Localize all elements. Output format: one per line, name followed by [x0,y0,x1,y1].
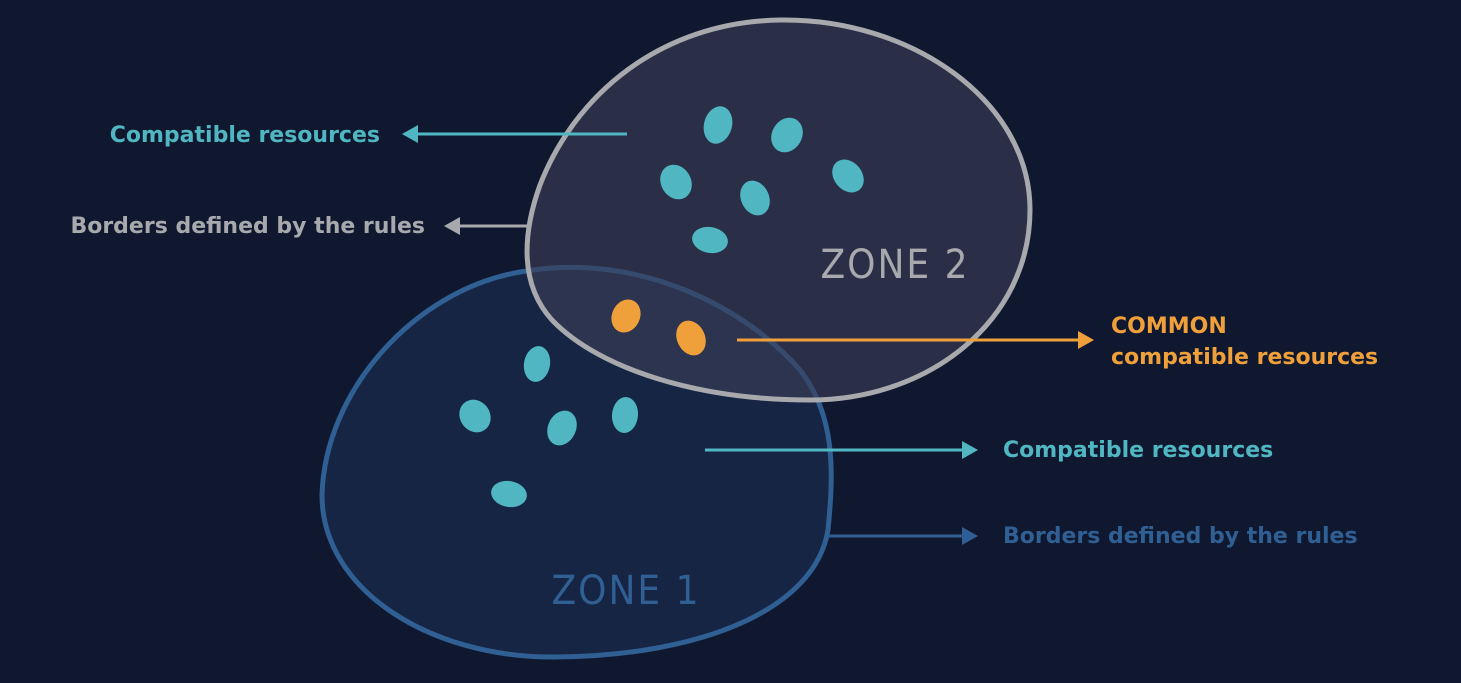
resource-dot [660,164,692,200]
zone1-resource-dots [459,346,639,508]
zone1-resources-arrow [705,441,978,459]
resource-dot [523,346,551,382]
resource-dot [703,106,733,144]
resource-dot [832,159,864,193]
zone2-border-arrow [444,217,528,235]
resource-dot [459,399,491,433]
common-label-line2: compatible resources [1111,345,1378,370]
resource-dot [611,299,641,333]
zone2-title: ZONE 2 [821,242,970,288]
zone1-title: ZONE 1 [552,568,701,614]
zone2-blob [524,17,1033,403]
resource-dot [771,117,803,153]
resource-dot [676,320,706,356]
common-resources-arrow [737,331,1094,349]
common-resource-dots [611,299,706,356]
resource-dot [740,180,770,216]
resource-dot [547,410,577,446]
zone2-border-label: Borders defined by the rules [70,214,425,239]
zone1-border-arrow [828,527,978,545]
zone2-resources-label: Compatible resources [110,123,380,148]
resource-dot [692,226,728,254]
resource-dot [611,397,639,433]
zone2-resource-dots [660,106,864,254]
zone1-border-label: Borders defined by the rules [1003,524,1358,549]
zone2-resources-arrow [402,125,627,143]
resource-dot [491,480,527,508]
zone1-resources-label: Compatible resources [1003,438,1273,463]
common-label-line1: COMMON [1111,314,1227,339]
